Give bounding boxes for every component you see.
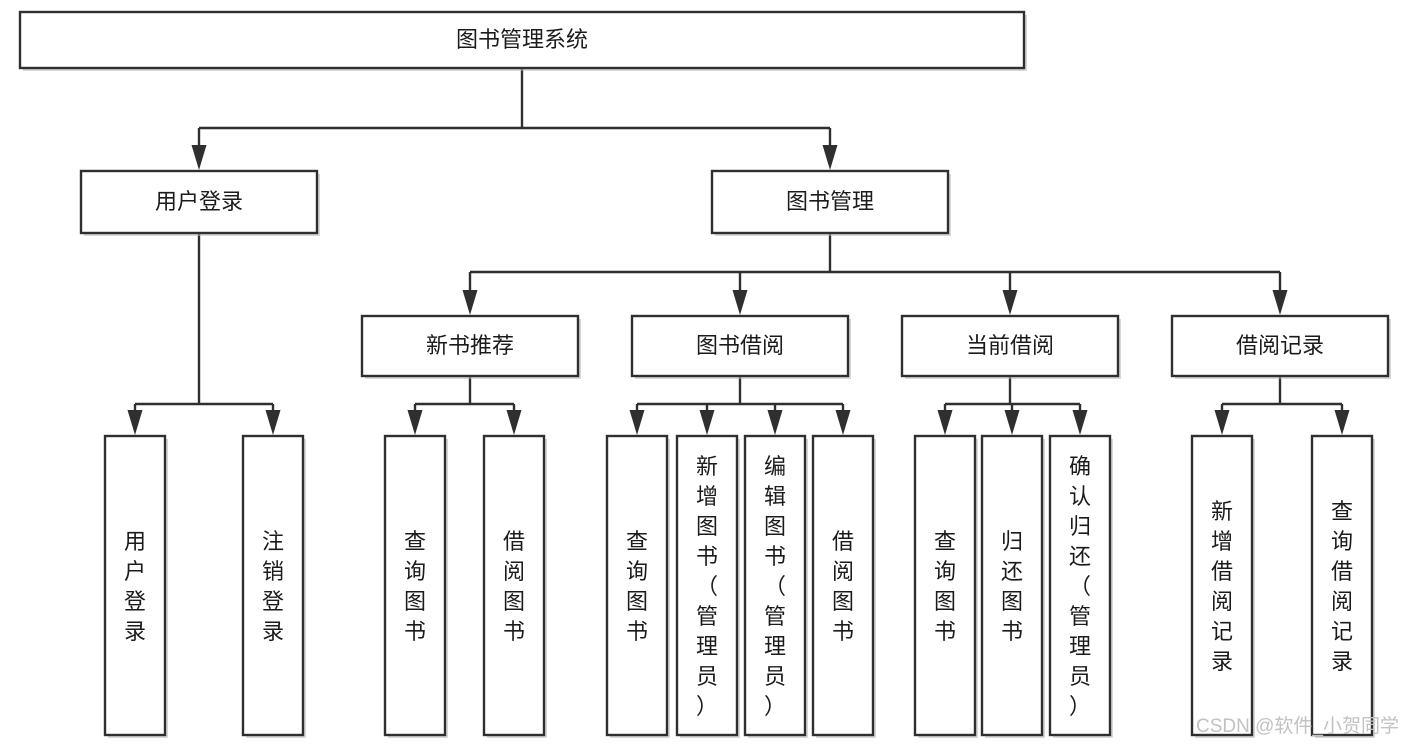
node-leaf-add-book[interactable]: 新增图书（管理员） [675, 434, 740, 738]
arrow-head-icon [937, 410, 953, 435]
node-label: 新增借阅记录 [1211, 499, 1233, 674]
node-book-borrow[interactable]: 图书借阅 [630, 314, 851, 379]
node-leaf-borrow-book-1[interactable]: 借阅图书 [482, 434, 547, 738]
node-label: 用户登录 [155, 189, 243, 214]
node-leaf-query-book-3[interactable]: 查询图书 [913, 434, 978, 738]
arrow-head-icon [462, 290, 478, 315]
node-leaf-query-record[interactable]: 查询借阅记录 [1310, 434, 1375, 738]
node-root[interactable]: 图书管理系统 [18, 10, 1027, 71]
node-label: 注销登录 [262, 529, 284, 644]
node-box[interactable] [1170, 314, 1390, 378]
node-new-book-rec[interactable]: 新书推荐 [360, 314, 581, 379]
node-label: 查询图书 [626, 529, 648, 644]
node-label: 用户登录 [124, 529, 146, 644]
node-box[interactable] [1048, 434, 1112, 737]
node-box[interactable] [743, 434, 807, 737]
node-box[interactable] [360, 314, 580, 378]
arrow-head-icon [822, 145, 838, 170]
node-user-login[interactable]: 用户登录 [79, 169, 320, 236]
node-box[interactable] [1190, 434, 1254, 737]
arrow-head-icon [732, 290, 748, 315]
node-label: 查询图书 [404, 529, 426, 644]
node-box[interactable] [79, 169, 319, 235]
arrow-head-icon [265, 410, 281, 435]
arrow-head-icon [767, 410, 783, 435]
node-current-borrow[interactable]: 当前借阅 [900, 314, 1121, 379]
node-label: 图书借阅 [696, 333, 784, 358]
node-book-manage[interactable]: 图书管理 [710, 169, 951, 236]
arrow-head-icon [699, 410, 715, 435]
node-box[interactable] [710, 169, 950, 235]
node-label: 图书管理 [786, 189, 874, 214]
node-box[interactable] [913, 434, 977, 737]
watermark-layer: CSDN @软件_小贺同学 [1196, 715, 1399, 737]
node-box[interactable] [383, 434, 447, 737]
arrow-head-icon [127, 410, 143, 435]
node-label: 当前借阅 [966, 333, 1054, 358]
node-leaf-add-record[interactable]: 新增借阅记录 [1190, 434, 1255, 738]
arrow-head-icon [1272, 290, 1288, 315]
node-leaf-borrow-book-2[interactable]: 借阅图书 [811, 434, 876, 738]
node-box[interactable] [482, 434, 546, 737]
node-leaf-edit-book[interactable]: 编辑图书（管理员） [743, 434, 808, 738]
node-box[interactable] [103, 434, 167, 737]
arrow-head-icon [1004, 410, 1020, 435]
node-leaf-return-book[interactable]: 归还图书 [980, 434, 1045, 738]
node-label: 归还图书 [1001, 529, 1023, 644]
node-box[interactable] [675, 434, 739, 737]
node-borrow-record[interactable]: 借阅记录 [1170, 314, 1391, 379]
node-box[interactable] [241, 434, 305, 737]
node-leaf-user-login[interactable]: 用户登录 [103, 434, 168, 738]
arrow-head-icon [835, 410, 851, 435]
node-leaf-query-book-2[interactable]: 查询图书 [605, 434, 670, 738]
node-label: 查询借阅记录 [1331, 499, 1353, 674]
arrow-head-icon [1334, 410, 1350, 435]
node-layer: 图书管理系统用户登录图书管理新书推荐图书借阅当前借阅借阅记录用户登录注销登录查询… [18, 10, 1391, 738]
node-box[interactable] [605, 434, 669, 737]
node-box[interactable] [630, 314, 850, 378]
node-box[interactable] [900, 314, 1120, 378]
node-label: 确认归还（管理员） [1069, 454, 1091, 719]
arrow-head-icon [1072, 410, 1088, 435]
node-leaf-logout[interactable]: 注销登录 [241, 434, 306, 738]
node-label: 借阅图书 [832, 529, 854, 644]
node-box[interactable] [980, 434, 1044, 737]
node-label: 借阅图书 [503, 529, 525, 644]
csdn-watermark: CSDN @软件_小贺同学 [1196, 715, 1399, 737]
node-box[interactable] [18, 10, 1026, 70]
node-leaf-confirm-return[interactable]: 确认归还（管理员） [1048, 434, 1113, 738]
node-label: 新增图书（管理员） [696, 454, 718, 719]
arrow-head-icon [629, 410, 645, 435]
node-label: 编辑图书（管理员） [764, 454, 786, 719]
node-label: 新书推荐 [426, 333, 514, 358]
node-label: 查询图书 [934, 529, 956, 644]
node-box[interactable] [1310, 434, 1374, 737]
arrow-head-icon [407, 410, 423, 435]
node-label: 借阅记录 [1236, 333, 1324, 358]
arrow-head-icon [1002, 290, 1018, 315]
arrow-head-icon [191, 145, 207, 170]
connector-layer [127, 68, 1350, 435]
node-box[interactable] [811, 434, 875, 737]
node-leaf-query-book-1[interactable]: 查询图书 [383, 434, 448, 738]
node-label: 图书管理系统 [456, 27, 588, 52]
arrow-head-icon [1214, 410, 1230, 435]
arrow-head-icon [506, 410, 522, 435]
